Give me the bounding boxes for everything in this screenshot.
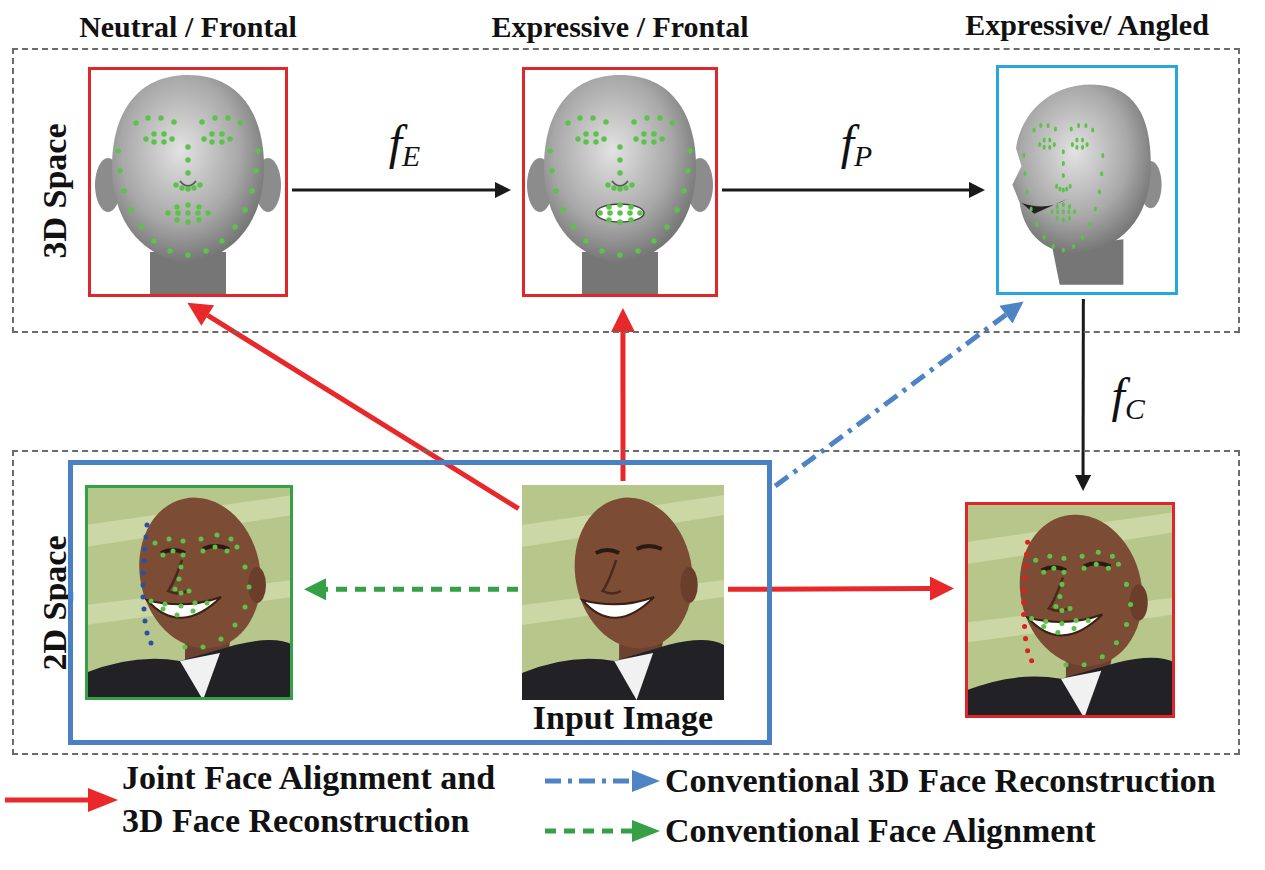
view-heading: Expressive / Frontal <box>491 9 748 45</box>
result-frame <box>85 485 293 700</box>
legend-line <box>545 779 632 784</box>
legend-line <box>545 829 632 834</box>
legend-sample <box>545 816 660 846</box>
angled-face-model <box>1012 84 1161 284</box>
legend-sample <box>5 785 118 815</box>
model-frame: Expressive/ Angled <box>996 65 1178 295</box>
legend-arrowhead <box>88 788 118 812</box>
neutral-face-model <box>95 75 281 297</box>
space-band: 3D Space Neutral / Frontal Expressive / Fr… <box>12 48 1240 333</box>
method-group: Input Image <box>68 460 772 745</box>
legend-text: Conventional 3D Face Reconstruction <box>665 760 1260 803</box>
transform-arrow <box>292 189 495 192</box>
legend-arrowhead <box>632 820 660 842</box>
function-label: fC <box>1112 372 1145 423</box>
expressive-face-model <box>527 75 713 297</box>
model-frame: Expressive / Frontal <box>522 67 718 297</box>
legend-text: Joint Face Alignment and 3D Face Reconst… <box>122 757 527 842</box>
method-arrow <box>326 587 518 592</box>
model-frame: Neutral / Frontal <box>88 67 288 297</box>
view-heading: Neutral / Frontal <box>79 9 297 45</box>
space-band: 2D SpaceInput Image <box>12 450 1240 755</box>
function-label: fE <box>389 119 421 170</box>
result-frame <box>965 502 1175 718</box>
legend-arrowhead <box>632 770 660 792</box>
aligned-photo-conventional <box>85 485 293 700</box>
input-photo <box>522 485 724 700</box>
legend-text: Conventional Face Alignment <box>665 810 1260 853</box>
method-arrow <box>728 586 930 592</box>
transform-arrow <box>1082 299 1085 475</box>
transform-arrow <box>722 188 969 191</box>
function-label: fP <box>841 119 873 170</box>
aligned-photo-joint <box>965 502 1175 718</box>
method-arrow <box>208 315 519 508</box>
space-label: 3D Space <box>35 123 76 258</box>
legend-sample <box>545 766 660 796</box>
method-arrow <box>775 315 1006 486</box>
view-heading: Expressive/ Angled <box>965 7 1209 43</box>
method-arrow <box>620 332 625 481</box>
image-caption: Input Image <box>533 701 713 735</box>
legend-line <box>5 798 88 803</box>
input-image: Input Image <box>522 485 724 700</box>
